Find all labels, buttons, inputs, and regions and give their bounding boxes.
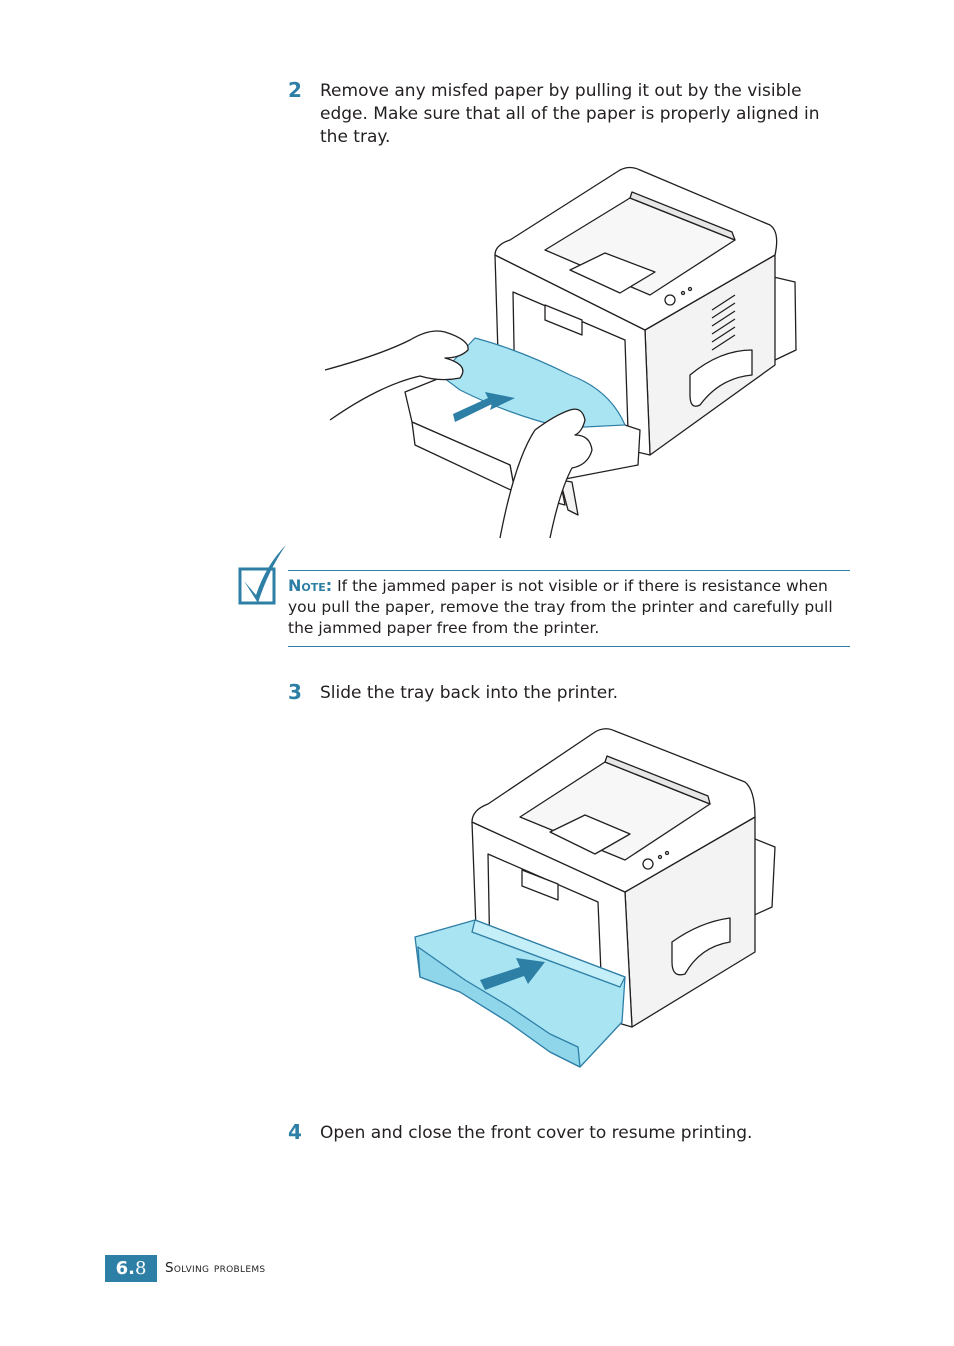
step-text: Open and close the front cover to resume… — [320, 1123, 753, 1143]
arrow-left-icon — [453, 392, 515, 422]
step-number: 4 — [288, 1120, 302, 1144]
left-hand — [324, 330, 469, 421]
checkmark-icon — [238, 545, 286, 605]
note-top-rule — [288, 570, 850, 571]
paper-tray — [414, 919, 626, 1068]
step-number: 2 — [288, 78, 302, 102]
note-text: If the jammed paper is not visible or if… — [288, 577, 833, 637]
note-callout: Note: If the jammed paper is not visible… — [238, 543, 850, 649]
jammed-paper-illustration — [324, 166, 797, 539]
note-body: Note: If the jammed paper is not visible… — [288, 575, 848, 639]
arrow-right-icon — [480, 958, 545, 990]
page-minor: 8 — [134, 1258, 147, 1279]
page-number: 6.8 — [105, 1255, 157, 1282]
right-hand — [499, 408, 593, 539]
step-text: Remove any misfed paper by pulling it ou… — [320, 81, 820, 147]
page-major: 6. — [115, 1258, 135, 1279]
section-title: Solving problems — [165, 1260, 266, 1276]
step-text: Slide the tray back into the printer. — [320, 683, 619, 703]
note-bottom-rule — [288, 646, 850, 647]
jammed-paper-sheet — [439, 337, 626, 429]
note-label: Note: — [288, 576, 333, 595]
step-number: 3 — [288, 680, 302, 704]
tray-insert-illustration — [414, 728, 776, 1068]
